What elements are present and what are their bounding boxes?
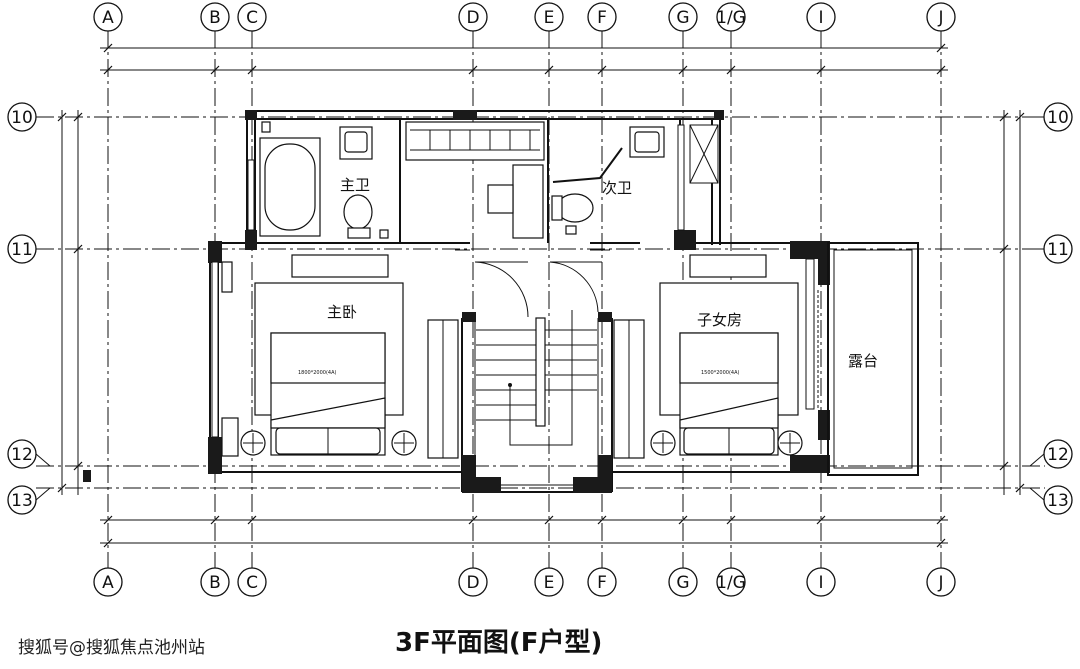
second-bath-fixtures — [551, 126, 665, 235]
doors — [474, 261, 602, 318]
axis-bottom-9-label: J — [937, 573, 943, 593]
axis-top-8-circle — [806, 2, 836, 32]
page-title: 3F平面图(F户型) — [395, 628, 603, 658]
bottom-dimensions — [100, 515, 948, 548]
axis-top-7-label: 1/G — [716, 8, 746, 28]
kids-room-furniture — [650, 254, 803, 456]
horizontal-grid-lines — [36, 116, 1045, 489]
room-labels: 主卫 次卫 主卧 子女房 露台 1800*2000(4A) 1500*2000(… — [298, 176, 878, 376]
corridor-furniture — [405, 121, 545, 239]
terrace — [827, 242, 919, 476]
axis-left-1-label: 11 — [11, 240, 33, 260]
axis-bottom-6-label: G — [676, 573, 689, 593]
axis-top-4-label: E — [544, 8, 555, 28]
room-label-kids-room: 子女房 — [697, 311, 742, 329]
staircase — [476, 310, 597, 446]
axis-top-2-circle — [237, 2, 267, 32]
axis-top-7-circle — [716, 2, 746, 32]
axis-top-5-label: F — [597, 8, 607, 28]
room-label-master-bath: 主卫 — [340, 176, 370, 194]
axis-bottom-4-label: E — [544, 573, 555, 593]
axis-top-1-label: B — [209, 8, 221, 28]
axis-right-leader-3 — [1029, 487, 1045, 501]
axis-left-3-label: 13 — [11, 491, 33, 511]
bed-label-master: 1800*2000(4A) — [298, 370, 337, 376]
axis-top-9-label: J — [937, 8, 943, 28]
axis-top-6-circle — [668, 2, 698, 32]
axis-right-leader-2 — [1029, 453, 1045, 467]
room-label-master-bedroom: 主卧 — [327, 303, 357, 321]
axis-bottom-5-circle — [587, 567, 617, 597]
axis-left-0-label: 10 — [11, 108, 33, 128]
axis-top-0-circle — [93, 2, 123, 32]
axis-bottom-2-circle — [237, 567, 267, 597]
room-label-second-bath: 次卫 — [602, 179, 632, 197]
axis-top-9-circle — [926, 2, 956, 32]
axis-bottom-7-circle — [716, 567, 746, 597]
axis-left-2-label: 12 — [11, 445, 33, 465]
axis-top-2-label: C — [246, 8, 258, 28]
axis-bottom-3-circle — [458, 567, 488, 597]
axis-bottom-4-circle — [534, 567, 564, 597]
axis-bottom-6-circle — [668, 567, 698, 597]
axis-top-6-label: G — [676, 8, 689, 28]
axis-bottom-8-circle — [806, 567, 836, 597]
axis-top-3-circle — [458, 2, 488, 32]
axis-bottom-0-circle — [93, 567, 123, 597]
axis-right-1-label: 11 — [1047, 240, 1069, 260]
axis-right-0-label: 10 — [1047, 108, 1069, 128]
bed-label-kids: 1500*2000(4A) — [701, 370, 740, 376]
axis-top-5-circle — [587, 2, 617, 32]
wardrobe-hatch — [410, 129, 540, 151]
master-bath-fixtures — [259, 121, 389, 239]
axis-bubbles: A B C D E F G 1/G I J A B C D E F G 1/G I J 10 11 12 13 10 11 12 13 — [7, 2, 1073, 597]
axis-left-leader-2 — [35, 453, 51, 467]
watermark: 搜狐号@搜狐焦点池州站 — [18, 638, 205, 658]
windows — [211, 124, 819, 438]
axis-bottom-1-label: B — [209, 573, 221, 593]
axis-right-3-label: 13 — [1047, 491, 1069, 511]
axis-bottom-0-label: A — [102, 573, 114, 593]
top-dimensions — [100, 43, 948, 75]
axis-top-3-label: D — [466, 8, 479, 28]
axis-bottom-7-label: 1/G — [716, 573, 746, 593]
axis-top-1-circle — [200, 2, 230, 32]
room-label-terrace: 露台 — [848, 352, 878, 370]
stair-side-wardrobes — [427, 319, 645, 459]
axis-bottom-1-circle — [200, 567, 230, 597]
axis-bottom-5-label: F — [597, 573, 607, 593]
axis-left-leader-3 — [35, 487, 51, 501]
axis-top-0-label: A — [102, 8, 114, 28]
axis-top-8-label: I — [818, 8, 823, 28]
axis-bottom-9-circle — [926, 567, 956, 597]
axis-bottom-2-label: C — [246, 573, 258, 593]
master-bedroom-furniture — [221, 254, 417, 457]
axis-bottom-3-label: D — [466, 573, 479, 593]
side-dimensions — [57, 110, 1025, 495]
axis-right-2-label: 12 — [1047, 445, 1069, 465]
axis-top-4-circle — [534, 2, 564, 32]
axis-bottom-8-label: I — [818, 573, 823, 593]
